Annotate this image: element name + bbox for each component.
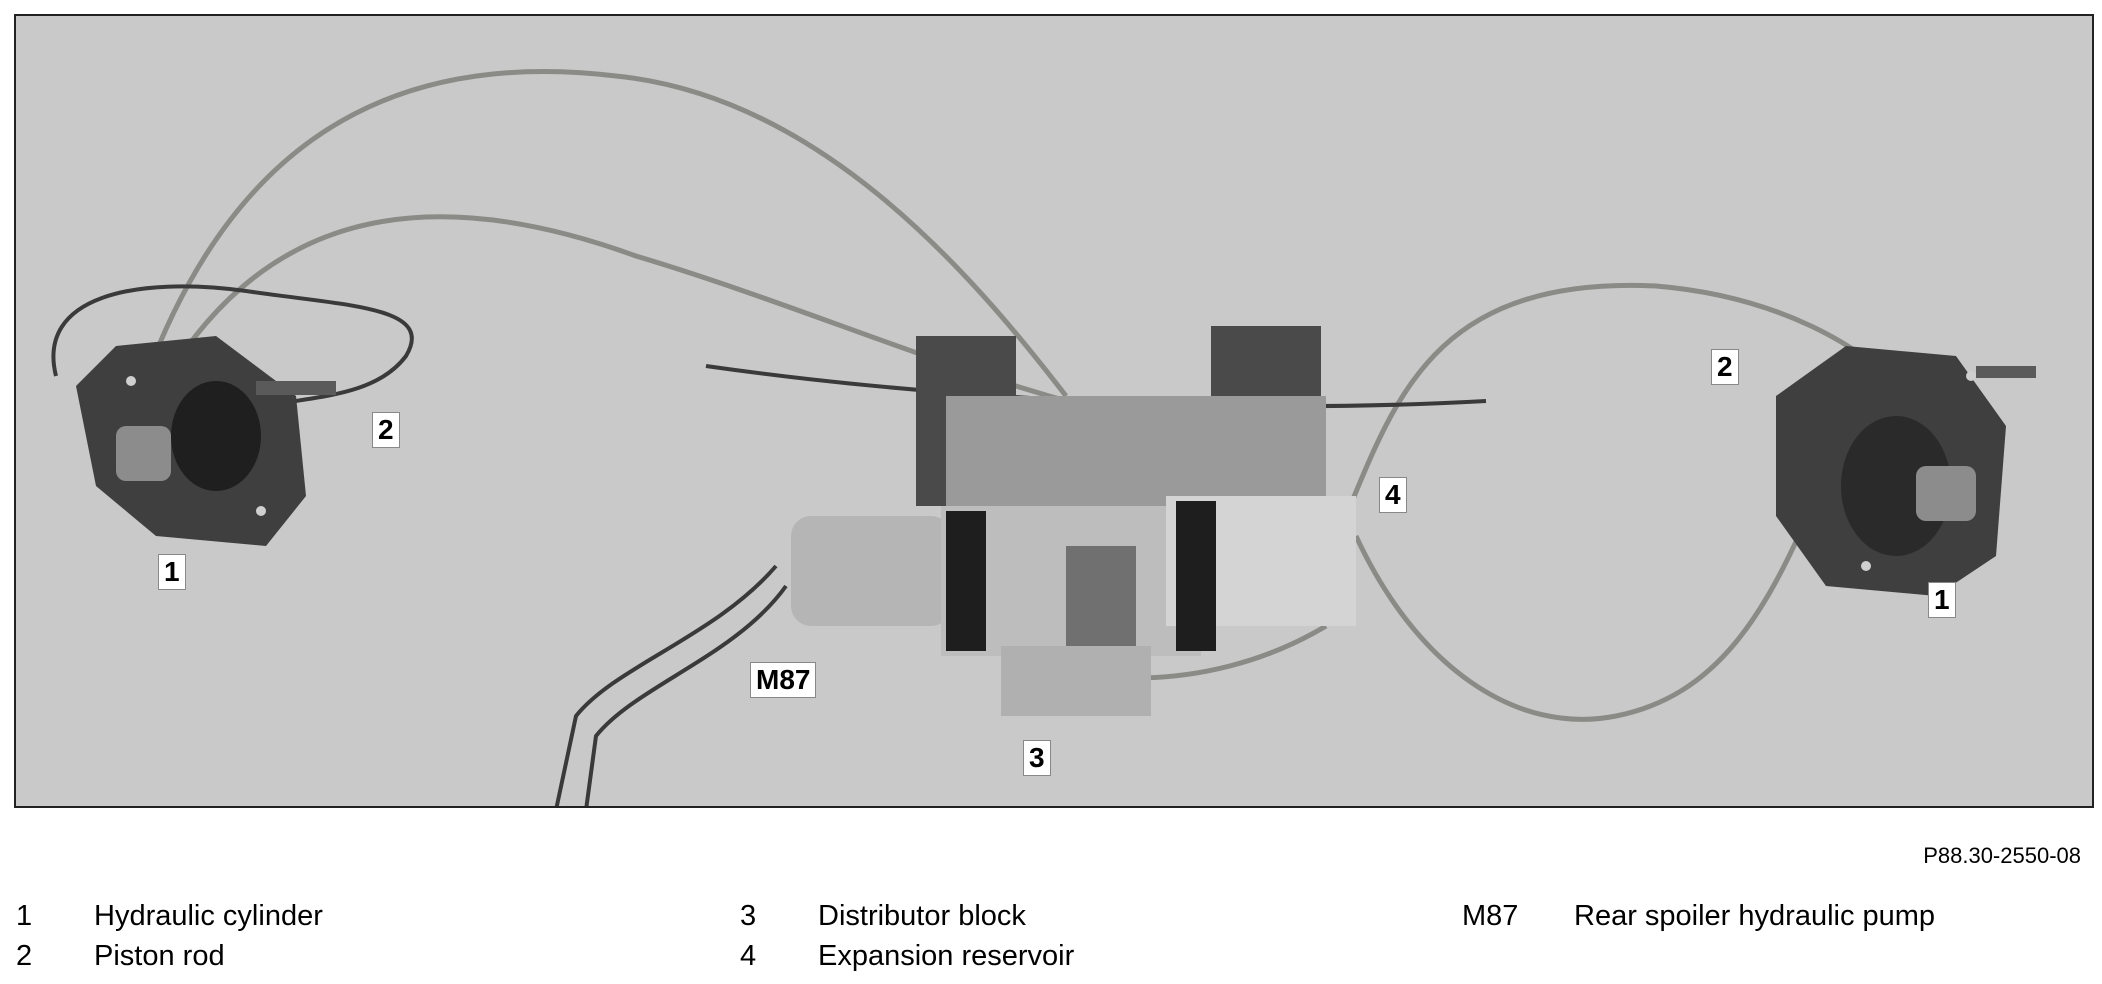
figure-code: P88.30-2550-08 — [1923, 843, 2081, 868]
legend-item: M87 Rear spoiler hydraulic pump — [1462, 896, 1935, 936]
legend-number: 1 — [16, 900, 33, 932]
legend-number: M87 — [1462, 900, 1519, 932]
legend-text: Hydraulic cylinder — [94, 900, 323, 932]
callout-reservoir: 4 — [1379, 477, 1407, 513]
callout-left-piston-rod: 2 — [372, 412, 400, 448]
component-photo: 1 2 2 1 4 M87 3 — [14, 14, 2094, 808]
legend-item: 3 Distributor block — [740, 896, 1074, 936]
callout-left-cylinder: 1 — [158, 554, 186, 590]
legend-text: Piston rod — [94, 940, 225, 972]
legend-text: Expansion reservoir — [818, 940, 1075, 972]
pump-assembly — [791, 326, 1356, 716]
legend-number: 2 — [16, 940, 33, 972]
callout-distributor: 3 — [1023, 740, 1051, 776]
legend-text: Rear spoiler hydraulic pump — [1574, 900, 1936, 932]
legend-number: 4 — [740, 940, 757, 972]
legend-item: 2 Piston rod — [16, 936, 323, 976]
legend-column-2: 3 Distributor block 4 Expansion reservoi… — [740, 896, 1074, 976]
legend-item: 1 Hydraulic cylinder — [16, 896, 323, 936]
right-hydraulic-cylinder — [1776, 346, 2036, 596]
legend-text: Distributor block — [818, 900, 1026, 932]
callout-pump: M87 — [750, 662, 817, 698]
left-hydraulic-cylinder — [76, 336, 336, 546]
legend-number: 3 — [740, 900, 757, 932]
hydraulic-lines — [133, 69, 1979, 722]
legend-column-3: M87 Rear spoiler hydraulic pump — [1462, 896, 1935, 936]
callout-right-cylinder: 1 — [1928, 582, 1956, 618]
legend-item: 4 Expansion reservoir — [740, 936, 1074, 976]
callout-right-piston-rod: 2 — [1711, 349, 1739, 385]
legend-column-1: 1 Hydraulic cylinder 2 Piston rod — [16, 896, 323, 976]
photo-illustration — [51, 69, 2036, 806]
